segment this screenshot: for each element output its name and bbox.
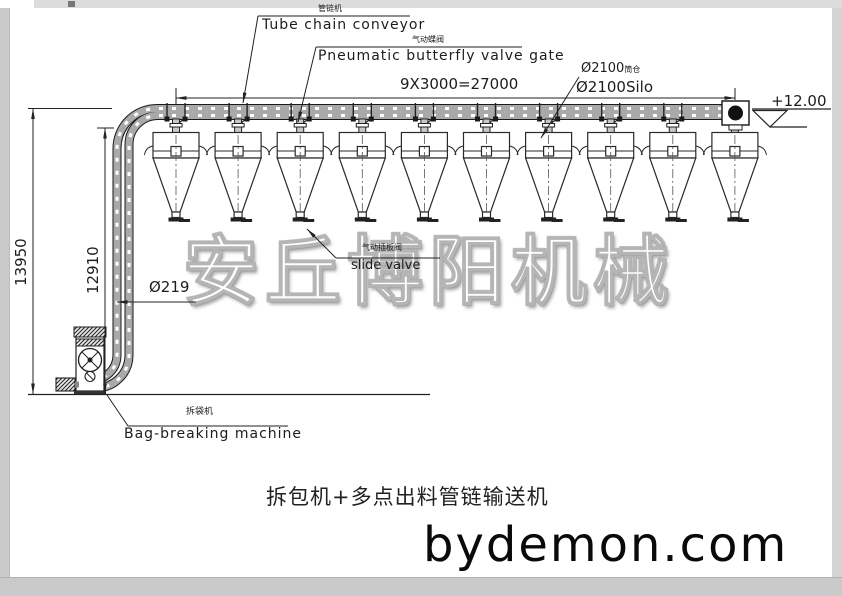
frame-top <box>0 0 842 8</box>
smudge-mark <box>68 1 75 7</box>
frame-bottom <box>0 577 842 596</box>
dimension-inner-height-text: 12910 <box>84 246 102 294</box>
leader-slide-valve <box>306 228 440 259</box>
label-bag-breaking-cn: 拆袋机 <box>186 407 214 417</box>
caption-text: 拆包机+多点出料管链输送机 <box>266 485 549 509</box>
label-butterfly-en: Pneumatic butterfly valve gate <box>318 48 565 64</box>
dimension-span-text: 9X3000=27000 <box>400 75 519 93</box>
dimension-total-height-text: 13950 <box>12 238 30 286</box>
drive-unit <box>721 100 750 131</box>
leader-butterfly-valve <box>297 46 522 123</box>
dimension-total-height <box>28 108 112 395</box>
label-silo-diameter-cn: Ø2100筒仓 <box>581 61 641 77</box>
website-text: bydemon.com <box>423 517 789 573</box>
silo-diameter-value: Ø2100 <box>581 61 625 76</box>
elevation-marker <box>751 108 831 128</box>
watermark-text: 安丘博阳机械 <box>182 227 675 316</box>
frame-left <box>0 8 10 577</box>
label-elevation: +12.00 <box>771 92 827 110</box>
label-slide-valve-cn: 气动插板阀 <box>362 243 402 252</box>
leader-tube-chain <box>242 15 410 104</box>
bag-breaking-machine <box>55 326 107 394</box>
label-butterfly-cn: 气动蝶阀 <box>412 35 444 44</box>
dimension-span <box>175 88 736 105</box>
label-silo-diameter-en: Ø2100Silo <box>576 78 654 96</box>
label-tube-chain-cn: 管链机 <box>318 4 342 13</box>
leader-silo-diameter <box>540 76 580 139</box>
leader-bag-breaking <box>106 394 288 427</box>
label-tube-chain-en: Tube chain conveyor <box>262 17 426 33</box>
frame-right <box>832 8 842 577</box>
frame-top-notch <box>0 0 34 8</box>
label-slide-valve-en: slide valve <box>351 258 421 273</box>
dimension-inner-height <box>97 127 114 395</box>
label-bag-breaking-en: Bag-breaking machine <box>124 426 303 442</box>
silo-diameter-cn-suffix: 筒仓 <box>624 65 641 74</box>
dimension-pipe-diameter-text: Ø219 <box>149 278 190 296</box>
